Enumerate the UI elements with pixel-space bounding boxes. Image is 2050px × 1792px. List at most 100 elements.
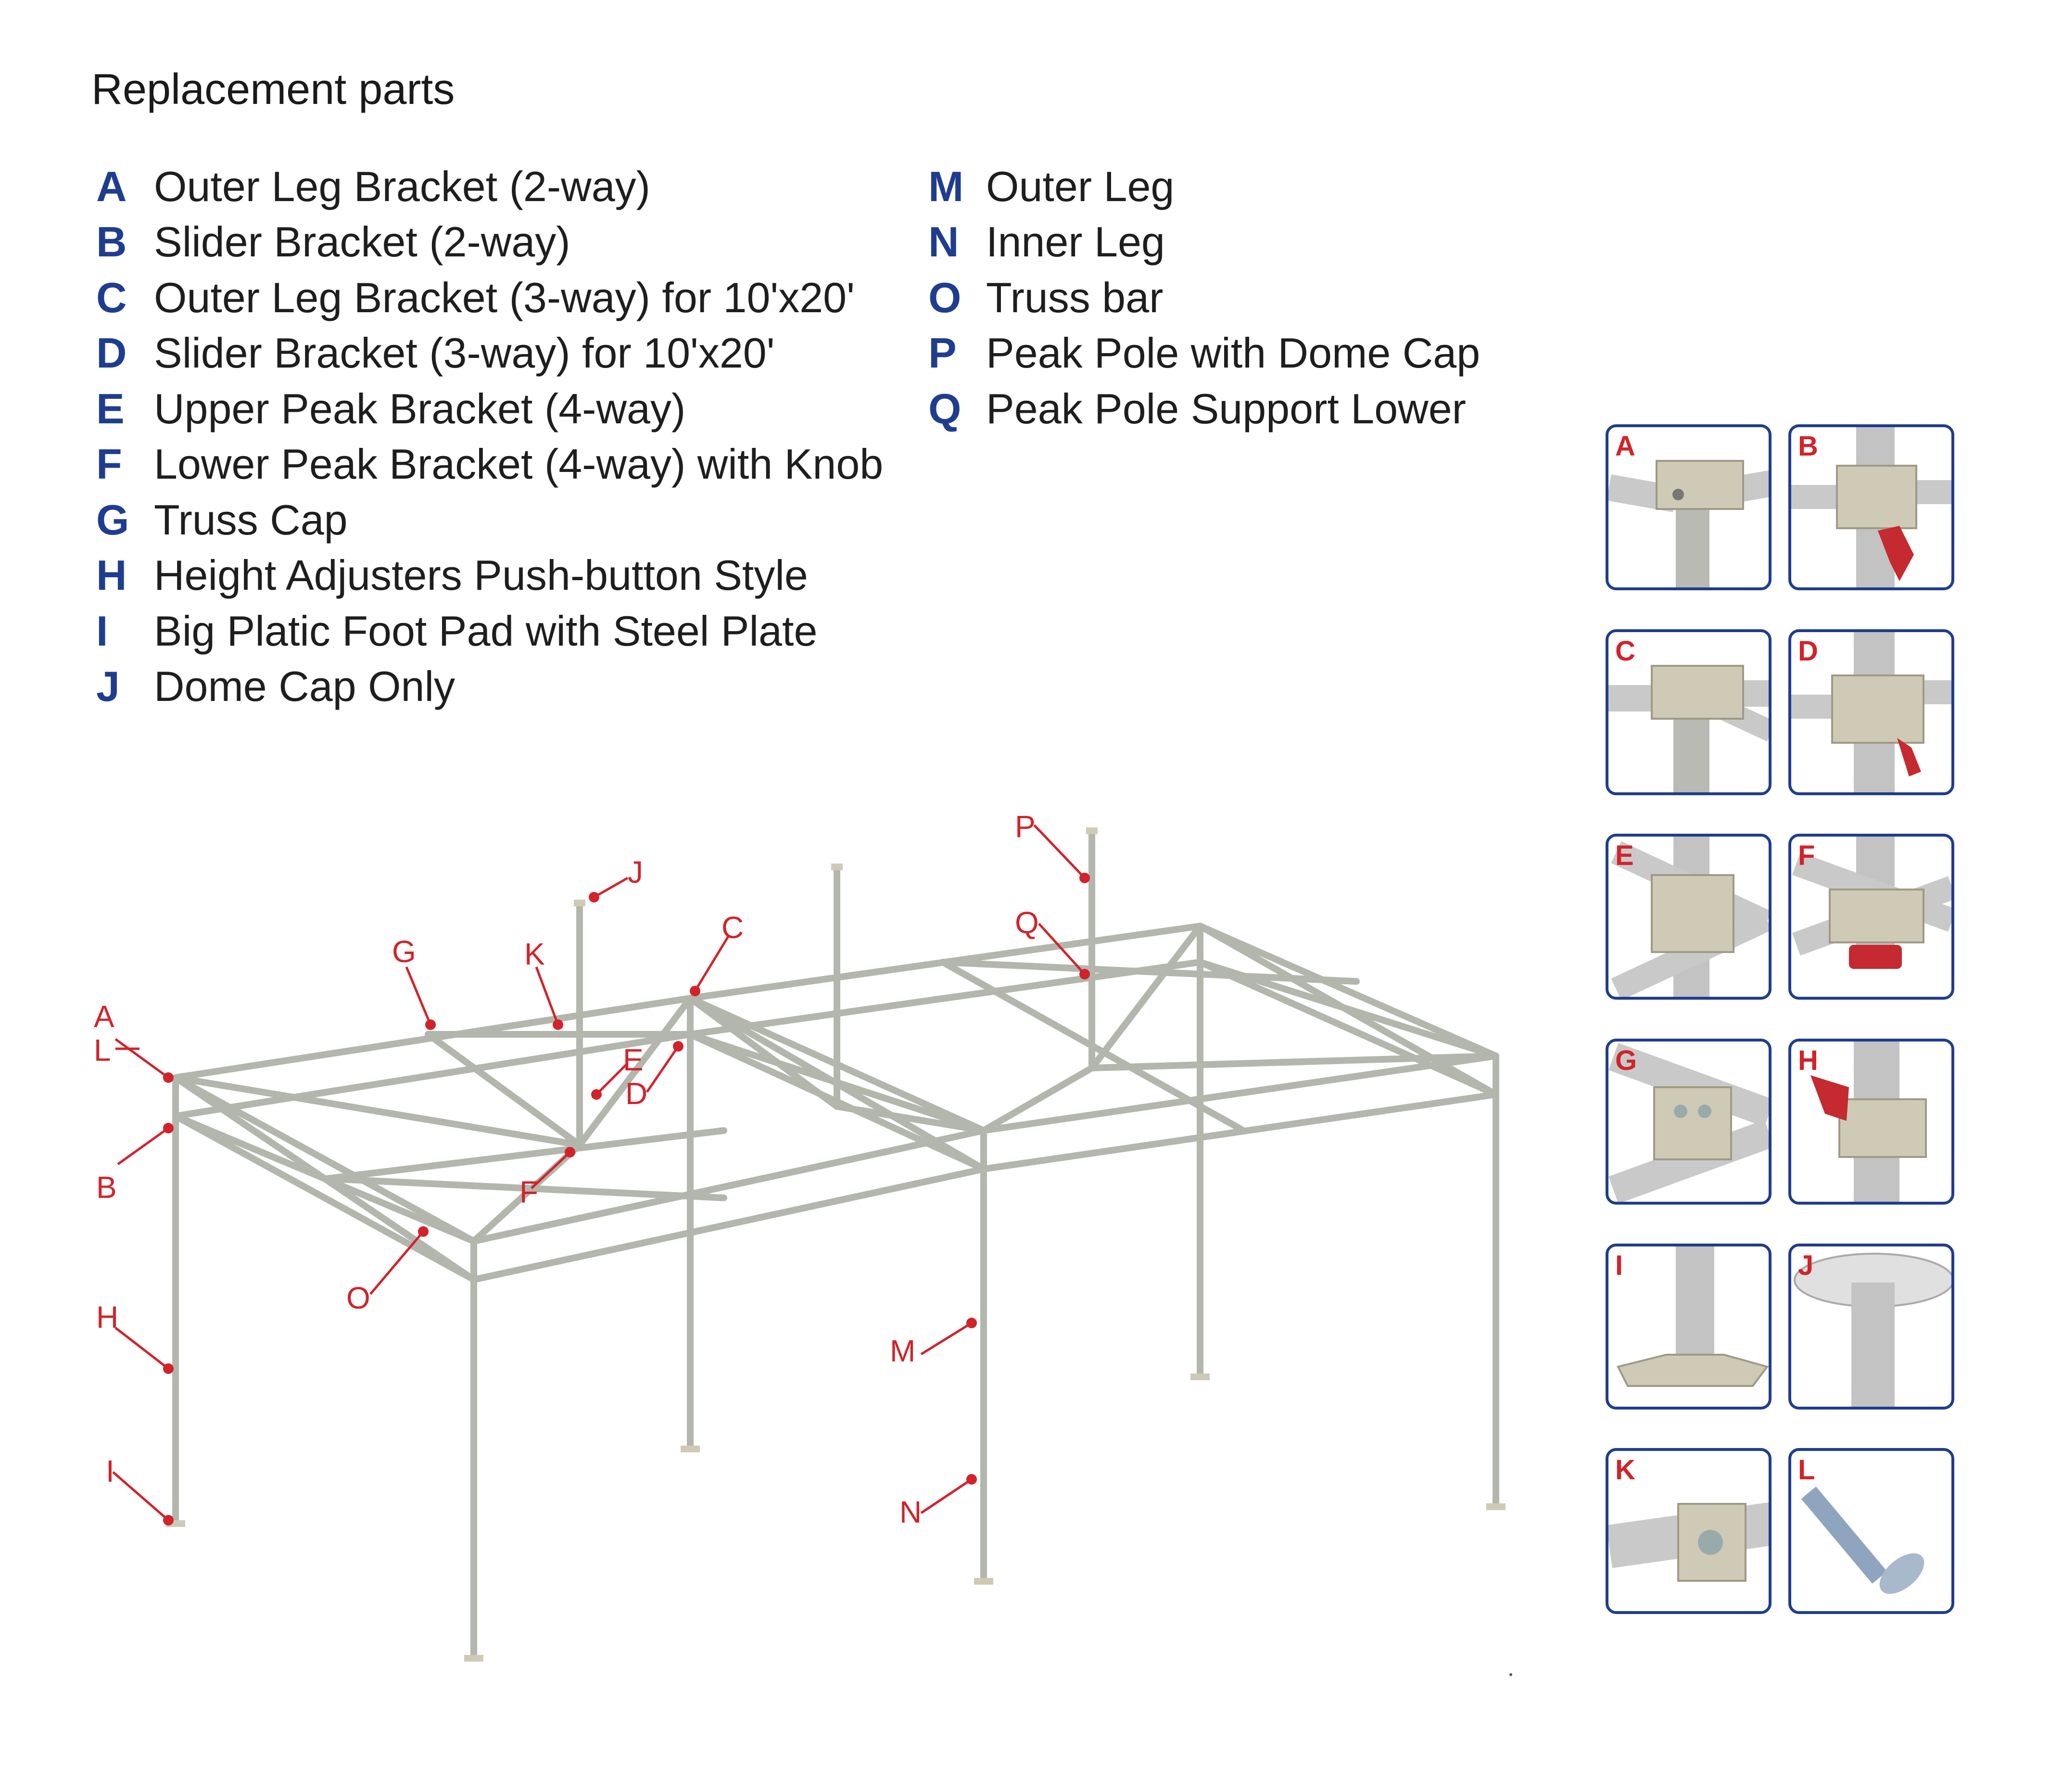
part-letter: I	[96, 607, 108, 655]
callout-L: L	[94, 1033, 111, 1068]
thumbnail-letter: H	[1798, 1045, 1818, 1076]
callout-G: G	[392, 934, 416, 969]
part-label: Outer Leg Bracket (2-way)	[154, 162, 650, 210]
part-label: Height Adjusters Push-button Style	[154, 551, 808, 599]
parts-list-right: M Outer Leg N Inner Leg O Truss bar P Peak P…	[928, 159, 1480, 437]
thumbnail-G: G	[1606, 1039, 1772, 1205]
callout-M: M	[890, 1334, 915, 1368]
callout-E: E	[623, 1042, 644, 1077]
callout-A: A	[94, 999, 114, 1034]
bolt-icon	[1801, 1487, 1924, 1594]
part-item: F Lower Peak Bracket (4-way) with Knob	[96, 437, 883, 493]
part-letter: J	[96, 662, 120, 711]
height-adjuster-icon	[1810, 1042, 1927, 1202]
part-letter: O	[928, 273, 962, 321]
part-item: J Dome Cap Only	[96, 659, 883, 715]
thumbnail-letter: G	[1615, 1045, 1637, 1076]
part-letter: D	[96, 329, 127, 377]
thumbnail-letter: I	[1615, 1250, 1623, 1281]
part-label: Upper Peak Bracket (4-way)	[154, 384, 686, 432]
outer-leg-bracket-2way-icon	[1608, 460, 1769, 587]
thumbnail-letter: B	[1798, 431, 1818, 462]
thumbnail-letter: D	[1798, 635, 1818, 667]
part-label: Lower Peak Bracket (4-way) with Knob	[154, 440, 884, 488]
outer-leg-bracket-3way-icon	[1608, 665, 1769, 792]
part-item: E Upper Peak Bracket (4-way)	[96, 381, 883, 437]
part-item: H Height Adjusters Push-button Style	[96, 548, 883, 604]
callout-I: I	[106, 1454, 114, 1488]
lower-peak-bracket-4way-icon	[1792, 837, 1951, 969]
thumbnail-letter: F	[1798, 840, 1815, 871]
thumbnail-C: C	[1606, 629, 1772, 795]
part-letter: P	[928, 329, 957, 377]
frame-structure	[172, 829, 1499, 1661]
thumbnail-letter: K	[1615, 1454, 1635, 1486]
callout-B: B	[96, 1170, 117, 1205]
part-letter: G	[96, 496, 129, 544]
truss-cap-icon	[1608, 1042, 1769, 1202]
part-letter: B	[96, 218, 127, 266]
callout-N: N	[899, 1495, 922, 1529]
part-letter: E	[96, 384, 125, 432]
part-letter: N	[928, 218, 959, 266]
callout-F: F	[519, 1175, 538, 1209]
thumbnail-E: E	[1606, 834, 1772, 1000]
foot-pad-icon	[1617, 1246, 1769, 1387]
part-letter: Q	[928, 384, 962, 432]
thumbnail-B: B	[1788, 424, 1954, 590]
callout-P: P	[1015, 809, 1036, 844]
callout-labels: A L B H I G K J E D F O C P Q M N	[94, 809, 1039, 1529]
callout-J: J	[628, 855, 643, 890]
thumbnail-H: H	[1788, 1039, 1954, 1205]
part-label: Dome Cap Only	[154, 662, 456, 711]
truss-bar-bracket-icon	[1608, 1502, 1769, 1582]
part-label: Slider Bracket (3-way) for 10'x20'	[154, 329, 775, 377]
parts-list-left: A Outer Leg Bracket (2-way) B Slider Brack…	[96, 159, 883, 714]
part-item: G Truss Cap	[96, 492, 883, 548]
part-label: Outer Leg	[986, 162, 1175, 210]
part-letter: A	[96, 162, 127, 210]
callout-K: K	[524, 937, 545, 971]
part-label: Peak Pole with Dome Cap	[986, 329, 1481, 377]
part-item: A Outer Leg Bracket (2-way)	[96, 159, 883, 215]
canopy-frame-diagram: A L B H I G K J E D F O C P Q M N	[94, 809, 1506, 1662]
thumbnail-I: I	[1606, 1244, 1772, 1410]
callout-H: H	[96, 1300, 118, 1334]
thumbnail-letter: L	[1798, 1454, 1815, 1486]
thumbnail-F: F	[1788, 834, 1954, 1000]
part-letter: F	[96, 440, 122, 488]
thumbnail-letter: J	[1798, 1250, 1814, 1281]
part-letter: M	[928, 162, 964, 210]
thumbnail-letter: C	[1615, 635, 1635, 667]
part-label: Outer Leg Bracket (3-way) for 10'x20'	[154, 273, 855, 321]
part-item: I Big Platic Foot Pad with Steel Plate	[96, 603, 883, 659]
callout-D: D	[625, 1076, 647, 1111]
part-label: Peak Pole Support Lower	[986, 384, 1466, 432]
part-item: Q Peak Pole Support Lower	[928, 381, 1480, 437]
part-item: B Slider Bracket (2-way)	[96, 215, 883, 270]
part-label: Big Platic Foot Pad with Steel Plate	[154, 607, 818, 655]
part-label: Truss Cap	[154, 496, 348, 544]
part-item: O Truss bar	[928, 270, 1480, 326]
upper-peak-bracket-4way-icon	[1611, 837, 1769, 997]
thumbnail-D: D	[1788, 629, 1954, 795]
slider-bracket-3way-icon	[1791, 632, 1951, 792]
callout-C: C	[721, 910, 744, 945]
stray-mark	[1509, 1673, 1512, 1676]
callout-markers	[112, 824, 1086, 1521]
part-item: D Slider Bracket (3-way) for 10'x20'	[96, 326, 883, 381]
part-letter: H	[96, 551, 127, 599]
part-item: N Inner Leg	[928, 215, 1480, 270]
slider-bracket-2way-icon	[1791, 427, 1951, 587]
part-label: Inner Leg	[986, 218, 1165, 266]
thumbnail-letter: E	[1615, 840, 1634, 871]
part-label: Truss bar	[986, 273, 1164, 321]
part-label: Slider Bracket (2-way)	[154, 218, 570, 266]
part-item: P Peak Pole with Dome Cap	[928, 326, 1480, 381]
callout-O: O	[346, 1281, 370, 1315]
callout-dots	[163, 873, 1090, 1525]
thumbnail-L: L	[1788, 1448, 1954, 1614]
page-title: Replacement parts	[91, 65, 455, 114]
dome-cap-icon	[1794, 1253, 1951, 1407]
